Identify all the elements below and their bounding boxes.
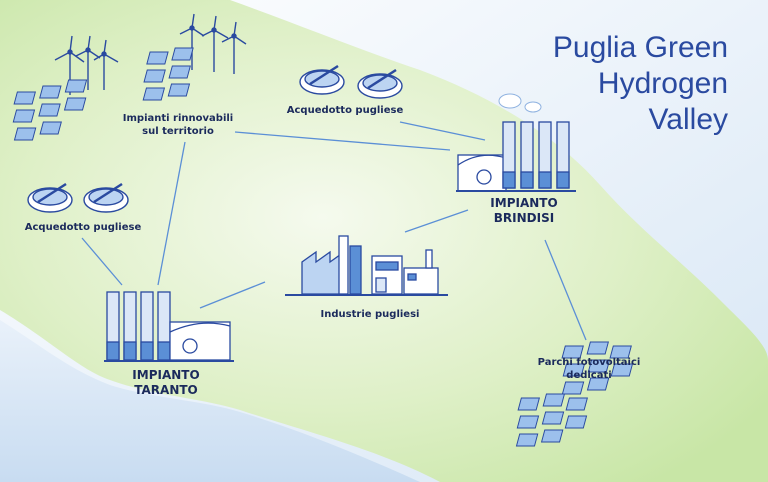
- renewables-label-line-2: sul territorio: [142, 126, 214, 137]
- brindisi-plant-label: IMPIANTO BRINDISI: [474, 196, 574, 226]
- brindisi-label-line-2: BRINDISI: [493, 211, 555, 225]
- line-brindisi-solar: [544, 239, 587, 341]
- line-aqueduct-brindisi: [399, 121, 486, 141]
- renewables-label: Impianti rinnovabili sul territorio: [118, 112, 238, 138]
- wind-turbine-icon: [54, 13, 247, 95]
- taranto-label-line-1: IMPIANTO: [132, 368, 200, 382]
- line-industries-taranto: [199, 281, 266, 309]
- line-aqueduct-taranto: [81, 237, 123, 286]
- solar-parks-label-line-1: Parchi fotovoltaici: [537, 357, 641, 368]
- page-title: Puglia Green Hydrogen Valley: [468, 30, 728, 138]
- cloud-icon: [498, 93, 542, 113]
- taranto-label-line-2: TARANTO: [134, 383, 198, 397]
- plant-taranto-icon: [104, 291, 234, 362]
- title-line-3: Valley: [648, 103, 728, 136]
- connection-lines: [81, 121, 587, 341]
- sea-gulf: [0, 320, 420, 482]
- taranto-plant-label: IMPIANTO TARANTO: [116, 368, 216, 398]
- industry-icon: [285, 235, 448, 296]
- aqueduct-top-label-text: Acquedotto pugliese: [286, 105, 404, 116]
- line-renewables-taranto: [157, 141, 186, 286]
- aqueduct-left-label-text: Acquedotto pugliese: [24, 222, 142, 233]
- aqueduct-top-label: Acquedotto pugliese: [280, 104, 410, 117]
- industries-label-text: Industrie pugliesi: [320, 309, 420, 320]
- line-renewables-brindisi: [234, 131, 451, 151]
- solar-panel-icon: [12, 47, 194, 141]
- solar-parks-label-line-2: dedicati: [566, 370, 612, 381]
- solar-parks-label: Parchi fotovoltaici dedicati: [524, 356, 654, 382]
- line-industries-brindisi: [404, 209, 469, 233]
- title-line-1: Puglia Green: [552, 31, 728, 64]
- renewables-label-line-1: Impianti rinnovabili: [122, 113, 234, 124]
- plant-brindisi-icon: [456, 121, 576, 192]
- industries-label: Industrie pugliesi: [310, 308, 430, 321]
- aqueduct-left-label: Acquedotto pugliese: [18, 221, 148, 234]
- aqueduct-icon-top: [299, 64, 403, 99]
- title-line-2: Hydrogen: [597, 67, 728, 100]
- solar-park-icon: [515, 341, 634, 447]
- brindisi-label-line-1: IMPIANTO: [490, 196, 558, 210]
- aqueduct-icon-left: [27, 182, 129, 213]
